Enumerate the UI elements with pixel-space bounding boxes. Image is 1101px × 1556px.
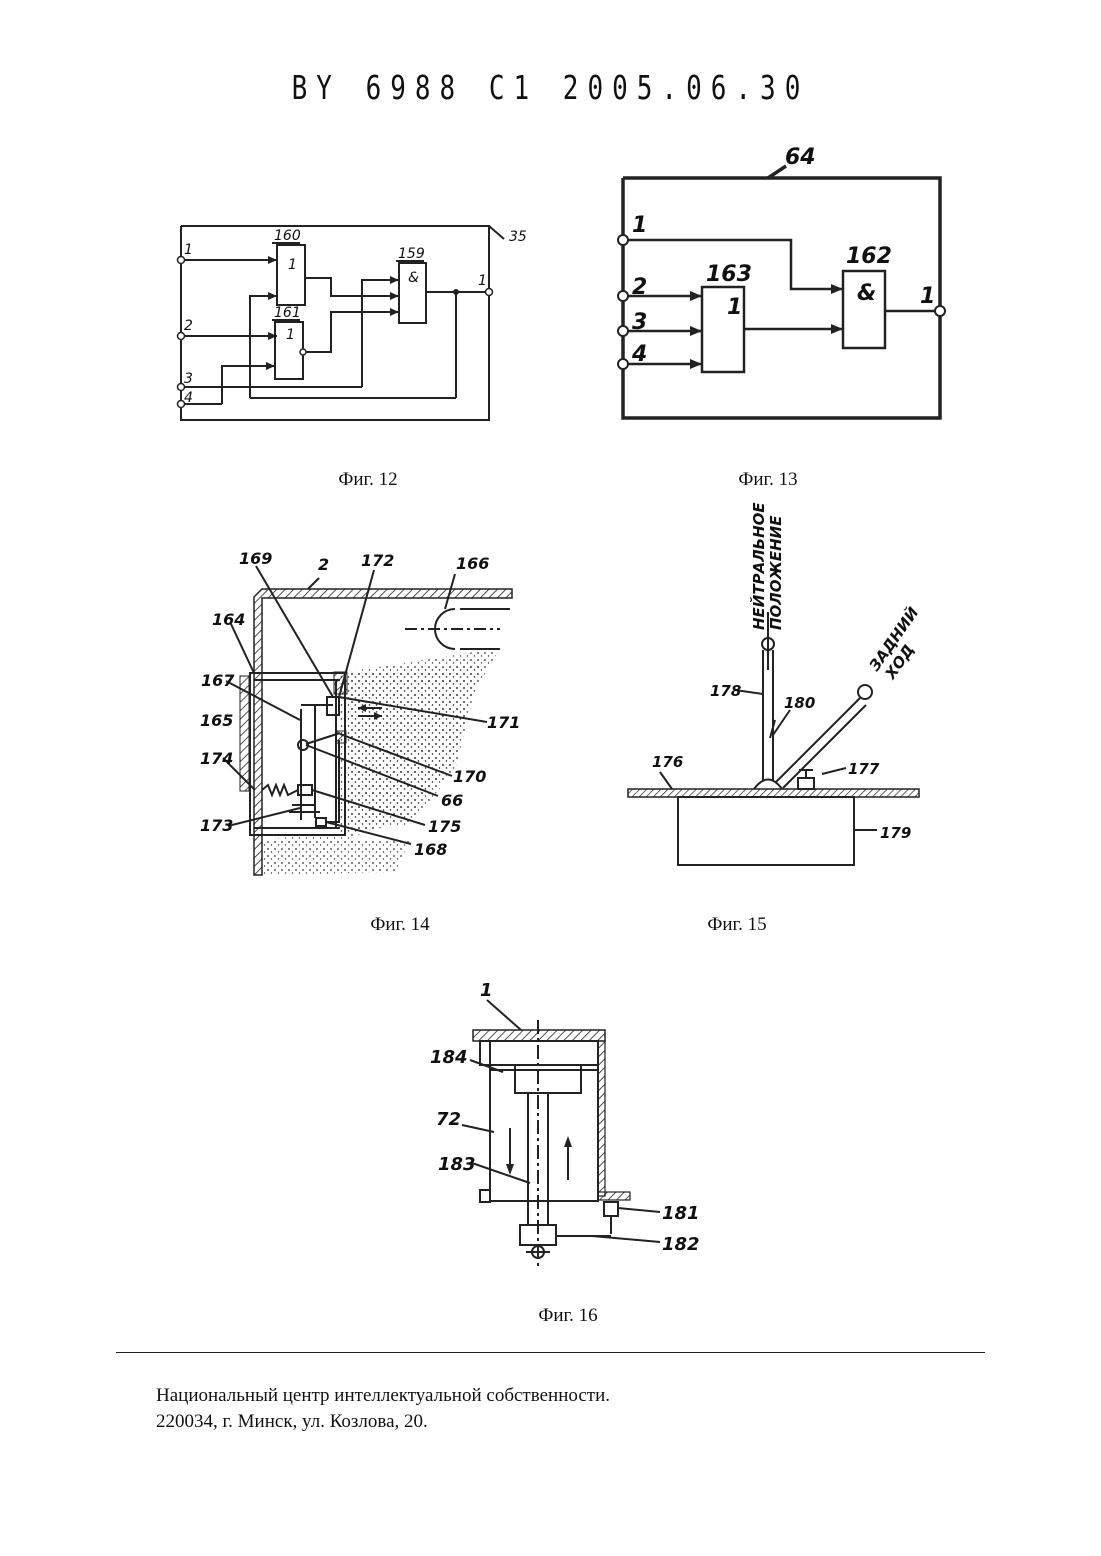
fig15-neutral-line2: ПОЛОЖЕНИЕ: [767, 515, 785, 630]
fig14-label-168: 168: [414, 840, 447, 859]
fig12-and-symbol: &: [408, 270, 419, 286]
fig16-caption: Фиг. 16: [468, 1305, 668, 1327]
fig15-label-177: 177: [848, 760, 880, 778]
fig12-input-3: 3: [184, 371, 193, 387]
fig14-label-174: 174: [200, 749, 233, 768]
fig13-output-1: 1: [920, 284, 935, 309]
fig14-label-175: 175: [428, 817, 461, 836]
fig12-label-161: 161: [274, 305, 301, 321]
fig15-label-176: 176: [652, 753, 683, 771]
fig16-label-182: 182: [662, 1234, 700, 1255]
fig13-input-1: 1: [632, 213, 647, 238]
fig16-label-1: 1: [480, 980, 493, 1001]
fig15-neutral-line1: НЕЙТРАЛЬНОЕ: [749, 502, 768, 630]
fig12-label-35: 35: [509, 229, 527, 245]
fig13-label-162: 162: [846, 244, 892, 269]
footer-line-2: 220034, г. Минск, ул. Козлова, 20.: [156, 1409, 610, 1435]
fig14-label-66: 66: [441, 791, 463, 810]
fig14-caption: Фиг. 14: [300, 914, 500, 936]
fig12-input-2: 2: [184, 318, 193, 334]
fig13-and-symbol: &: [857, 281, 876, 306]
fig14-label-172: 172: [361, 551, 394, 570]
fig14-label-2: 2: [318, 555, 329, 574]
fig12-label-160: 160: [274, 228, 301, 244]
fig15-reverse-line1: ЗАДНИЙ: [865, 603, 923, 674]
footer-line-1: Национальный центр интеллектуальной собс…: [156, 1383, 610, 1409]
fig12-or-symbol-top: 1: [288, 257, 297, 273]
fig16-label-181: 181: [662, 1203, 700, 1224]
fig15-label-178: 178: [710, 682, 741, 700]
fig14-label-166: 166: [456, 554, 489, 573]
fig14-label-173: 173: [200, 816, 233, 835]
patent-header: BY 6988 C1 2005.06.30: [0, 70, 1101, 108]
fig13-caption: Фиг. 13: [668, 469, 868, 491]
fig14-label-167: 167: [201, 671, 235, 690]
fig14-label-169: 169: [239, 549, 272, 568]
fig13-or-symbol: 1: [727, 295, 742, 320]
fig14-label-171: 171: [487, 713, 520, 732]
fig14-label-170: 170: [453, 767, 486, 786]
fig14-label-165: 165: [200, 711, 233, 730]
fig16-label-72: 72: [436, 1109, 461, 1130]
fig15-label-180: 180: [784, 694, 815, 712]
fig12-input-1: 1: [184, 242, 193, 258]
fig12-label-159: 159: [398, 246, 425, 262]
fig14-label-164: 164: [212, 610, 245, 629]
fig15-caption: Фиг. 15: [637, 914, 837, 936]
fig12-caption: Фиг. 12: [268, 469, 468, 491]
fig16-label-183: 183: [438, 1154, 476, 1175]
fig13-input-4: 4: [631, 342, 647, 367]
fig15-label-179: 179: [880, 824, 911, 842]
fig12-output-1: 1: [478, 273, 487, 289]
fig16-label-184: 184: [430, 1047, 468, 1068]
fig12-or-symbol-bottom: 1: [286, 327, 295, 343]
footer: Национальный центр интеллектуальной собс…: [156, 1383, 610, 1435]
fig13-input-2: 2: [632, 275, 647, 300]
footer-divider: [116, 1352, 985, 1353]
fig13-label-64: 64: [785, 145, 816, 170]
fig12-input-4: 4: [184, 390, 193, 406]
fig13-input-3: 3: [632, 310, 647, 335]
fig15-reverse-line2: ХОД: [881, 641, 918, 683]
fig13-label-163: 163: [706, 262, 752, 287]
